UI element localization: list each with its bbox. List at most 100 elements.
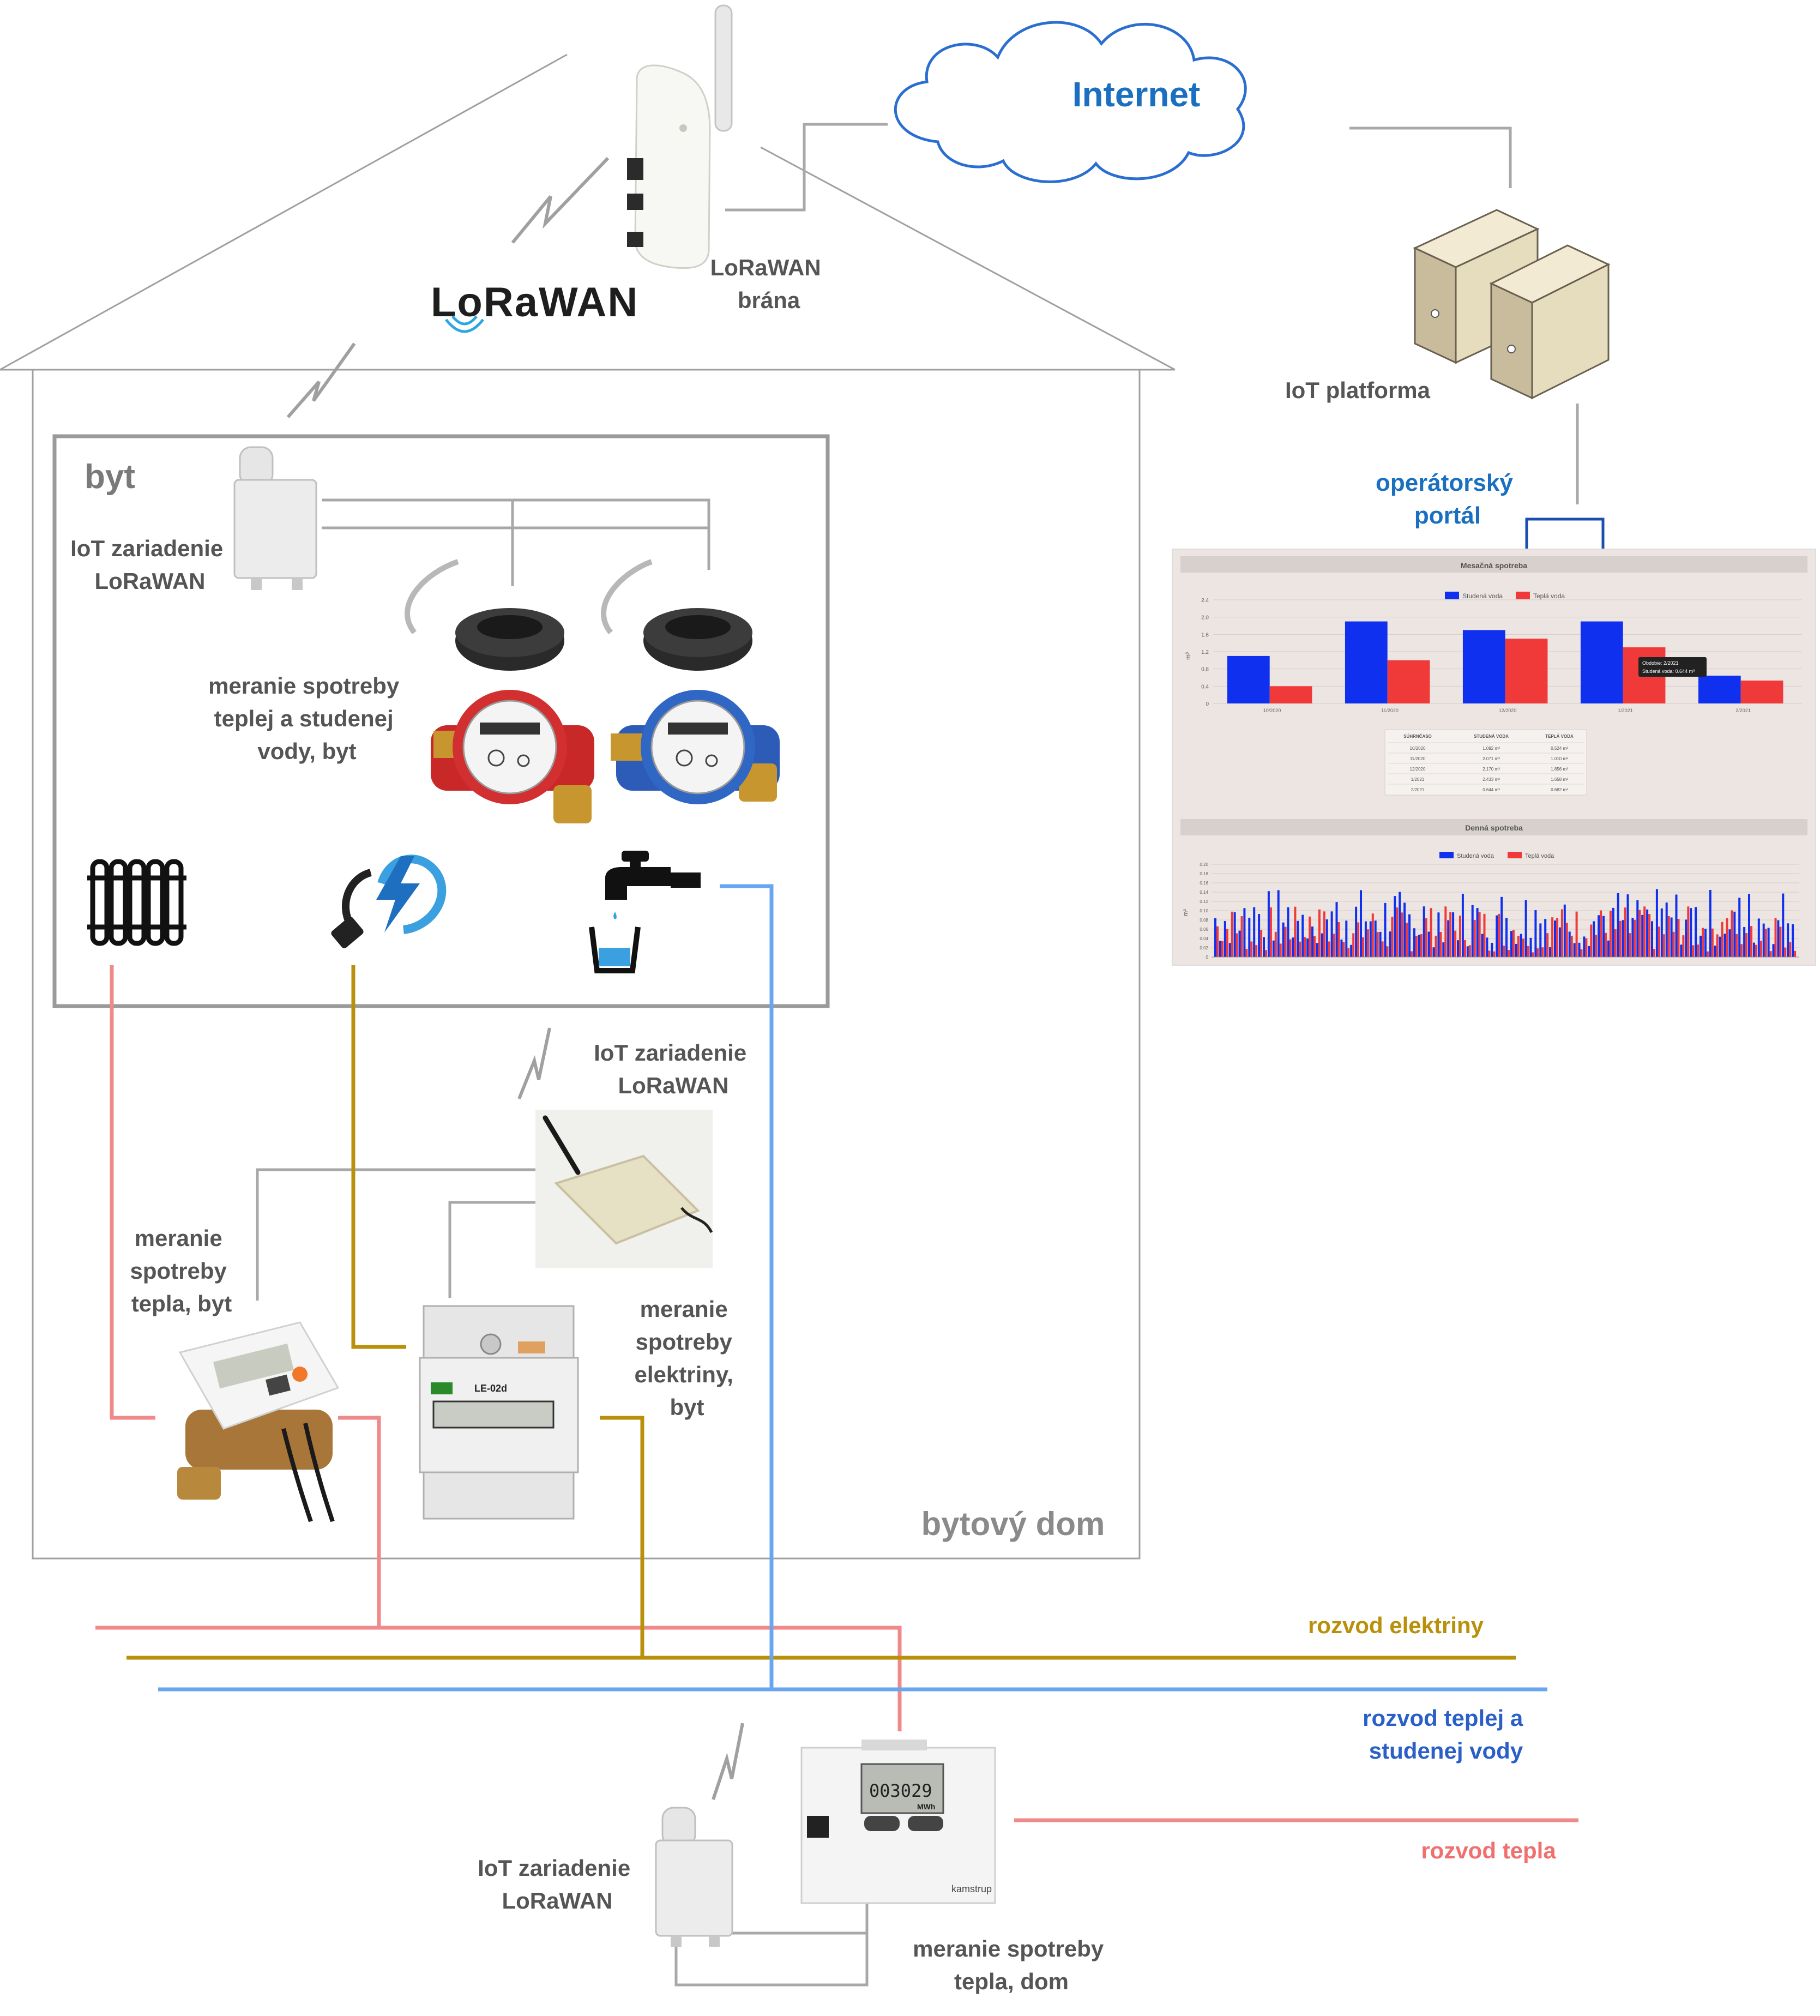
house-heat-meter-icon: 003029 MWh kamstrup [800,1740,996,1904]
daily-bar-cold [1588,946,1590,957]
daily-bar-hot [1357,922,1360,957]
daily-bar-cold [1243,908,1246,957]
daily-chart: Denná spotreba Studená voda Teplá voda m… [1180,819,1807,960]
daily-bar-cold [1762,923,1765,957]
monthly-legend-hot: Teplá voda [1533,592,1565,600]
monthly-legend-cold: Studená voda [1462,592,1503,600]
daily-bar-cold [1476,908,1479,957]
daily-bar-cold [1316,943,1318,957]
daily-bar-cold [1685,919,1688,957]
daily-bar-hot [1580,949,1583,957]
gateway-ethernet-port-icon [627,158,643,180]
daily-bar-hot [1478,912,1481,957]
svg-text:meranie spotreby elekt: meranie spotreby elektriny, byt [635,1296,740,1420]
iot-device-1-label-line2: LoRaWAN [95,568,206,594]
daily-bar-cold [1389,931,1391,957]
monthly-legend-swatch-cold [1445,592,1459,599]
summary-table-cell: 0.644 m³ [1482,787,1500,792]
daily-bar-cold [1394,896,1396,957]
daily-bar-hot [1415,936,1418,957]
daily-bar-hot [1498,913,1500,957]
daily-bar-hot [1309,916,1311,957]
monthly-ytick-label: 1.6 [1201,632,1209,638]
daily-bar-hot [1503,946,1505,957]
daily-bar-hot [1231,911,1233,957]
daily-bar-hot [1391,917,1394,957]
daily-bar-cold [1496,915,1498,957]
monthly-ytick-label: 0.4 [1201,684,1209,690]
lorawan-logo-text: LoRaWAN [431,279,638,326]
daily-bar-hot [1289,939,1292,957]
daily-bar-hot [1512,929,1515,957]
daily-bar-hot [1240,916,1243,957]
summary-table-cell: 1.856 m³ [1551,767,1568,772]
house-heat-meter-unit: MWh [917,1802,935,1811]
monthly-xtick-label: 10/2020 [1263,708,1281,713]
gateway-usb-port-icon [627,194,643,210]
monthly-xtick-label: 1/2021 [1618,708,1633,713]
iot-platform-servers [1413,209,1611,400]
summary-table-cell: 1.658 m³ [1551,777,1568,782]
signal-icon-house [712,1723,744,1800]
daily-bar-cold [1612,907,1614,957]
daily-bar-cold [1272,940,1275,957]
summary-table-cell: 1.092 m³ [1482,746,1500,751]
daily-bar-cold [1655,889,1658,957]
daily-bar-hot [1425,918,1427,957]
daily-bar-cold [1345,920,1348,957]
daily-bar-cold [1350,944,1353,957]
monthly-bar-cold [1227,655,1270,703]
summary-table-cell: 1.010 m³ [1551,756,1568,761]
daily-bar-hot [1755,944,1757,957]
daily-bar-hot [1687,906,1690,957]
daily-bar-hot [1677,919,1680,957]
daily-bar-hot [1764,929,1767,957]
summary-table-cell: 12/2020 [1410,767,1426,772]
daily-bar-hot [1541,947,1544,957]
daily-ytick-label: 0.16 [1200,881,1208,886]
daily-bar-cold [1277,890,1280,957]
daily-bar-hot [1299,941,1301,957]
gateway-label-line1: LoRaWAN [710,255,821,280]
daily-bar-hot [1226,929,1228,957]
daily-bar-hot [1371,913,1374,957]
portal-label-line2: portál [1414,502,1481,529]
daily-bar-hot [1692,945,1695,957]
daily-bar-cold [1379,931,1382,957]
electricity-meter-icon: LE-02d [419,1305,579,1520]
daily-bar-hot [1313,936,1316,957]
daily-bar-hot [1614,929,1617,957]
daily-bar-cold [1282,922,1285,957]
iot-device-3-label-line1: IoT zariadenie [478,1855,630,1881]
daily-ytick-label: 0.20 [1200,862,1208,867]
daily-bar-hot [1565,923,1568,957]
daily-legend-cold: Studená voda [1457,853,1494,859]
daily-bar-cold [1515,943,1517,957]
daily-bar-hot [1274,931,1277,957]
server-front-icon [1489,244,1611,400]
daily-bar-hot [1488,950,1491,957]
daily-bar-cold [1466,946,1469,957]
monthly-tooltip-box [1638,657,1707,677]
daily-legend-hot: Teplá voda [1525,853,1554,859]
daily-bar-hot [1473,920,1476,957]
daily-bar-hot [1435,935,1437,957]
monthly-xtick-label: 12/2020 [1499,708,1517,713]
daily-bar-hot [1697,944,1700,957]
daily-bar-cold [1690,908,1692,957]
elec-meas-label-line1: meranie [640,1296,728,1322]
daily-bar-cold [1311,926,1314,957]
daily-bar-cold [1578,942,1581,957]
heat-line-riser [338,1416,381,1628]
daily-bar-cold [1549,947,1552,957]
daily-bar-cold [1418,935,1420,957]
daily-bar-cold [1743,926,1746,957]
svg-text:IoT zariadenie LoRaWAN: IoT zariadenie LoRaWAN [478,1855,637,1913]
monthly-chart-titlebar [1180,556,1807,573]
summary-table-cell: 2.071 m³ [1482,756,1500,761]
internet-server-wire [1349,127,1512,188]
daily-bar-cold [1340,939,1343,957]
monthly-ytick-label: 2.4 [1201,598,1209,604]
summary-table-cell: 10/2020 [1410,746,1426,751]
